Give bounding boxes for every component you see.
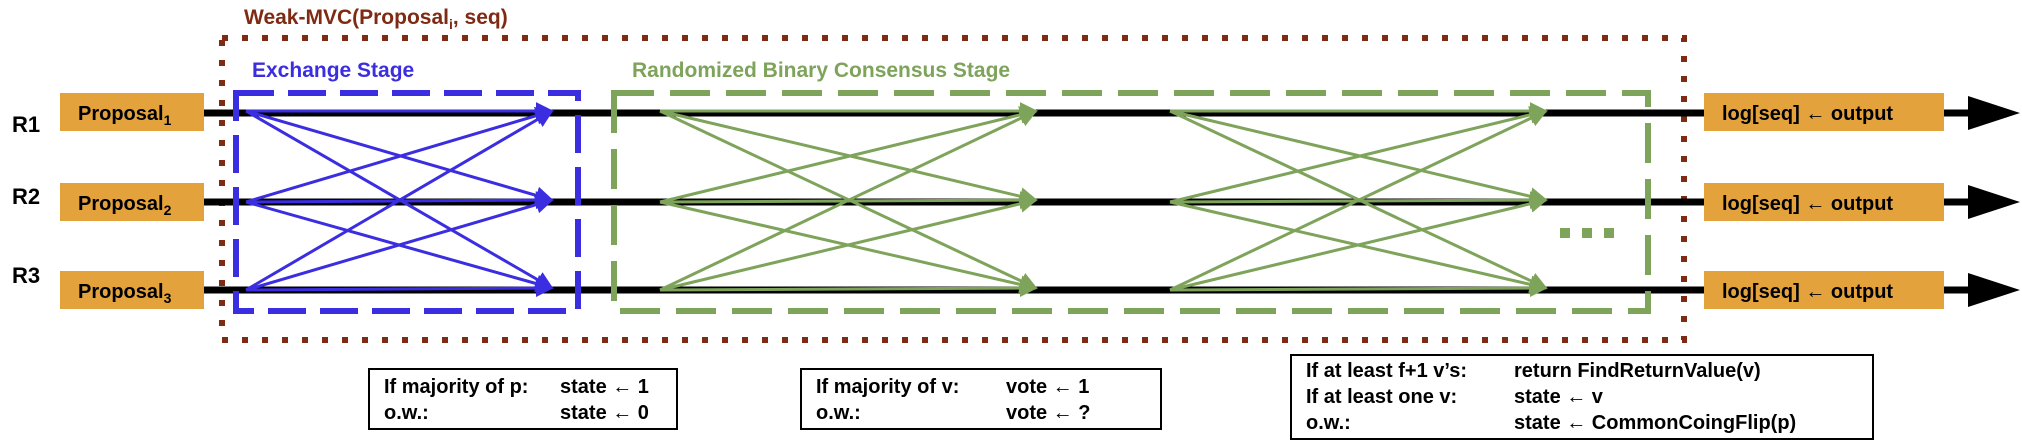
output-box-r2: log[seq] ← output: [1704, 183, 1944, 221]
decide-rule-box: If at least f+1 v’s:return FindReturnVal…: [1290, 354, 1874, 440]
exchange-arrows: [245, 102, 554, 298]
exchange-stage-frame: [233, 90, 581, 314]
exchange-rule-box: If majority of p:state ← 1 o.w.:state ← …: [368, 368, 678, 430]
timeline-r1-arrowhead: [1968, 96, 2020, 130]
svg-text:log[seq] ← output: log[seq] ← output: [1722, 193, 1893, 215]
svg-text:Proposal3: Proposal3: [78, 281, 172, 306]
proposal-box-r2: Proposal2: [60, 183, 204, 221]
binary-round2-arrows: [1169, 102, 1548, 298]
svg-text:log[seq] ← output: log[seq] ← output: [1722, 103, 1893, 125]
decide-rule-row: If at least f+1 v’s:return FindReturnVal…: [1306, 360, 1761, 382]
weak-mvc-title: Weak-MVC(Proposali, seq): [244, 6, 508, 32]
decide-rule-row: If at least one v:state ← v: [1306, 386, 1603, 408]
svg-text:log[seq] ← output: log[seq] ← output: [1722, 281, 1893, 303]
replica-label-r1: R1: [12, 112, 40, 137]
binary-consensus-label: Randomized Binary Consensus Stage: [632, 59, 1010, 82]
svg-text:Proposal1: Proposal1: [78, 103, 172, 128]
timeline-r3-arrowhead: [1968, 273, 2020, 307]
decide-rule-row: o.w.:state ← CommonCoingFlip(p): [1306, 412, 1797, 434]
exchange-rule-row: If majority of p:state ← 1: [384, 376, 649, 398]
ellipsis-dots: [1560, 228, 1614, 238]
exchange-stage-label: Exchange Stage: [252, 59, 414, 82]
exchange-rule-row: o.w.:state ← 0: [384, 402, 649, 424]
vote-rule-row: o.w.:vote ← ?: [816, 402, 1091, 424]
proposal-box-r3: Proposal3: [60, 271, 204, 309]
proposal-box-r1: Proposal1: [60, 93, 204, 131]
vote-rule-row: If majority of v:vote ← 1: [816, 376, 1090, 398]
vote-rule-box: If majority of v:vote ← 1 o.w.:vote ← ?: [800, 368, 1162, 430]
binary-consensus-frame: [611, 90, 1651, 314]
svg-text:Proposal2: Proposal2: [78, 193, 172, 218]
replica-label-r3: R3: [12, 263, 40, 288]
timeline-r2-arrowhead: [1968, 185, 2020, 219]
output-box-r1: log[seq] ← output: [1704, 93, 1944, 131]
binary-round1-arrows: [659, 102, 1038, 298]
output-box-r3: log[seq] ← output: [1704, 271, 1944, 309]
replica-label-r2: R2: [12, 184, 40, 209]
weak-mvc-frame: [219, 35, 1687, 343]
